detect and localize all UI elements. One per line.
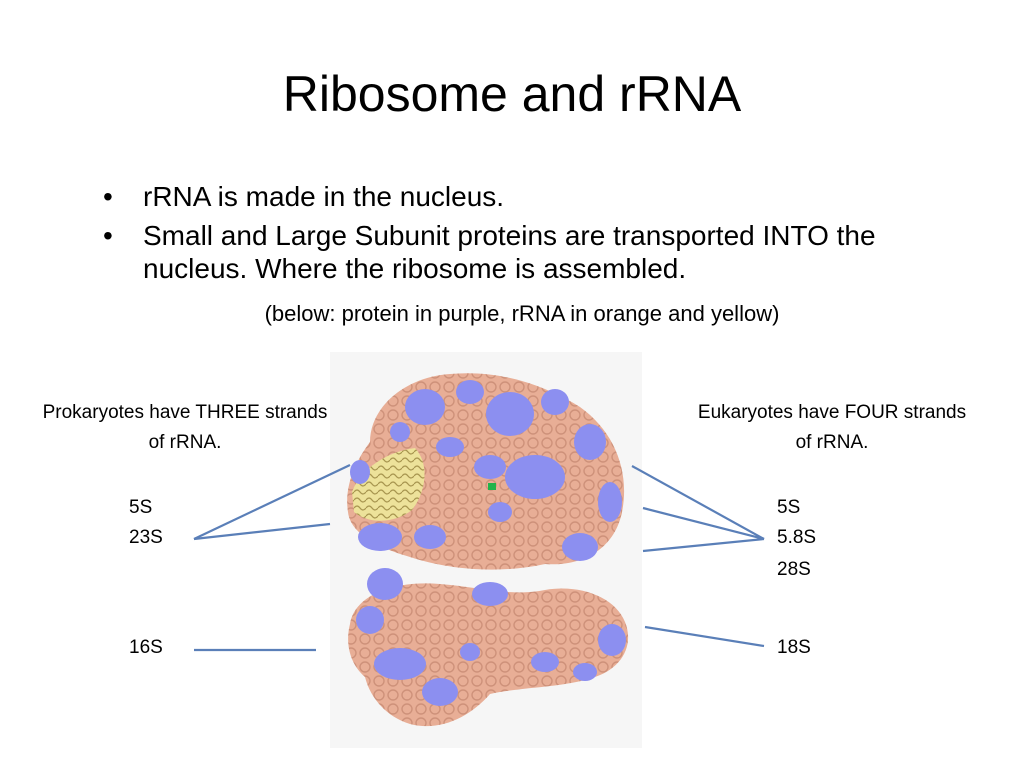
small-subunit	[348, 568, 629, 727]
connector-5s-euk	[631, 465, 765, 540]
eukaryotes-description: Eukaryotes have FOUR strands of rRNA.	[697, 402, 967, 453]
connector-5-8s-euk	[642, 506, 765, 541]
eukaryote-label-28s: 28S	[777, 559, 811, 580]
prokaryotes-description: Prokaryotes have THREE strands of rRNA.	[42, 402, 328, 453]
bullet-item: • Small and Large Subunit proteins are t…	[100, 219, 960, 285]
eukaryote-label-5-8s: 5.8S	[777, 527, 817, 548]
bullet-text: rRNA is made in the nucleus.	[143, 181, 505, 212]
eukaryote-label-5s: 5S	[777, 497, 801, 518]
prokaryote-label-16s: 16S	[129, 637, 163, 658]
bullet-dot: •	[103, 181, 113, 212]
connector-23s-prok	[193, 522, 331, 541]
connector-28s-euk	[642, 537, 765, 553]
large-subunit	[347, 373, 625, 570]
green-marker	[488, 483, 496, 490]
connector-18s-euk	[644, 625, 765, 648]
connector-5s-prok	[193, 464, 351, 540]
bullet-text: Small and Large Subunit proteins are tra…	[143, 220, 876, 284]
eukaryote-label-18s: 18S	[777, 637, 811, 658]
prokaryote-label-5s: 5S	[129, 497, 153, 518]
figure-caption: (below: protein in purple, rRNA in orang…	[264, 301, 780, 326]
prokaryote-label-23s: 23S	[129, 527, 163, 548]
bullet-list: • rRNA is made in the nucleus. • Small a…	[100, 180, 960, 291]
bullet-item: • rRNA is made in the nucleus.	[100, 180, 960, 213]
ribosome-illustration	[347, 373, 629, 727]
protein-blobs-small	[356, 568, 626, 706]
ribosome-image	[330, 352, 642, 748]
bullet-dot: •	[103, 220, 113, 251]
slide-title: Ribosome and rRNA	[282, 66, 742, 122]
protein-blobs-large	[350, 380, 622, 561]
